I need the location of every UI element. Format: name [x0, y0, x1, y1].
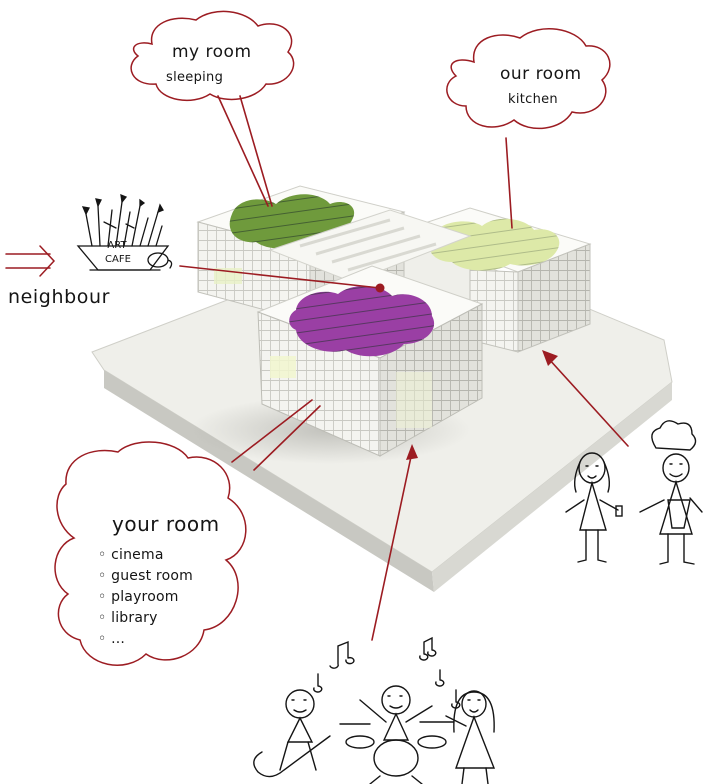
block-your-room [256, 265, 484, 457]
your-room-list: ◦ cinema ◦ guest room ◦ playroom ◦ libra… [98, 545, 193, 650]
our-room-subtitle: kitchen [508, 92, 558, 107]
pointer-band [371, 451, 413, 641]
my-room-subtitle: sleeping [166, 70, 224, 85]
pointer-my-room [217, 95, 273, 207]
pointer-parents [547, 357, 629, 447]
list-item: ◦ playroom [98, 589, 179, 605]
bubble-my-room [130, 10, 295, 102]
pointer-your-room [231, 399, 321, 471]
list-item: ◦ cinema [98, 547, 164, 563]
your-room-title: your room [112, 512, 220, 536]
model-base-front [104, 370, 434, 592]
double-arrow-icon [5, 245, 56, 277]
parents-sketch-icon [565, 420, 703, 565]
bubble-our-room [446, 27, 611, 130]
model-base-side [432, 382, 672, 592]
my-room-title: my room [172, 42, 252, 62]
neighbour-label: neighbour [8, 286, 111, 308]
list-item: ◦ guest room [98, 568, 193, 584]
architecture-model [91, 185, 673, 592]
list-item: ◦ library [98, 610, 158, 626]
block-our-room [402, 207, 592, 353]
pointer-lines [179, 95, 629, 641]
our-room-title: our room [500, 64, 582, 84]
cafe-sign-art: ART [107, 240, 127, 251]
pointer-neighbour [179, 265, 381, 289]
art-cafe-sign-icon [76, 193, 173, 271]
bubble-your-room [54, 441, 247, 666]
list-item: ◦ ... [98, 631, 126, 647]
cafe-sign-cafe: CAFE [105, 254, 131, 265]
arrow-heads [375, 283, 558, 460]
pointer-our-room [505, 137, 513, 229]
band-sketch-icon [253, 636, 496, 784]
